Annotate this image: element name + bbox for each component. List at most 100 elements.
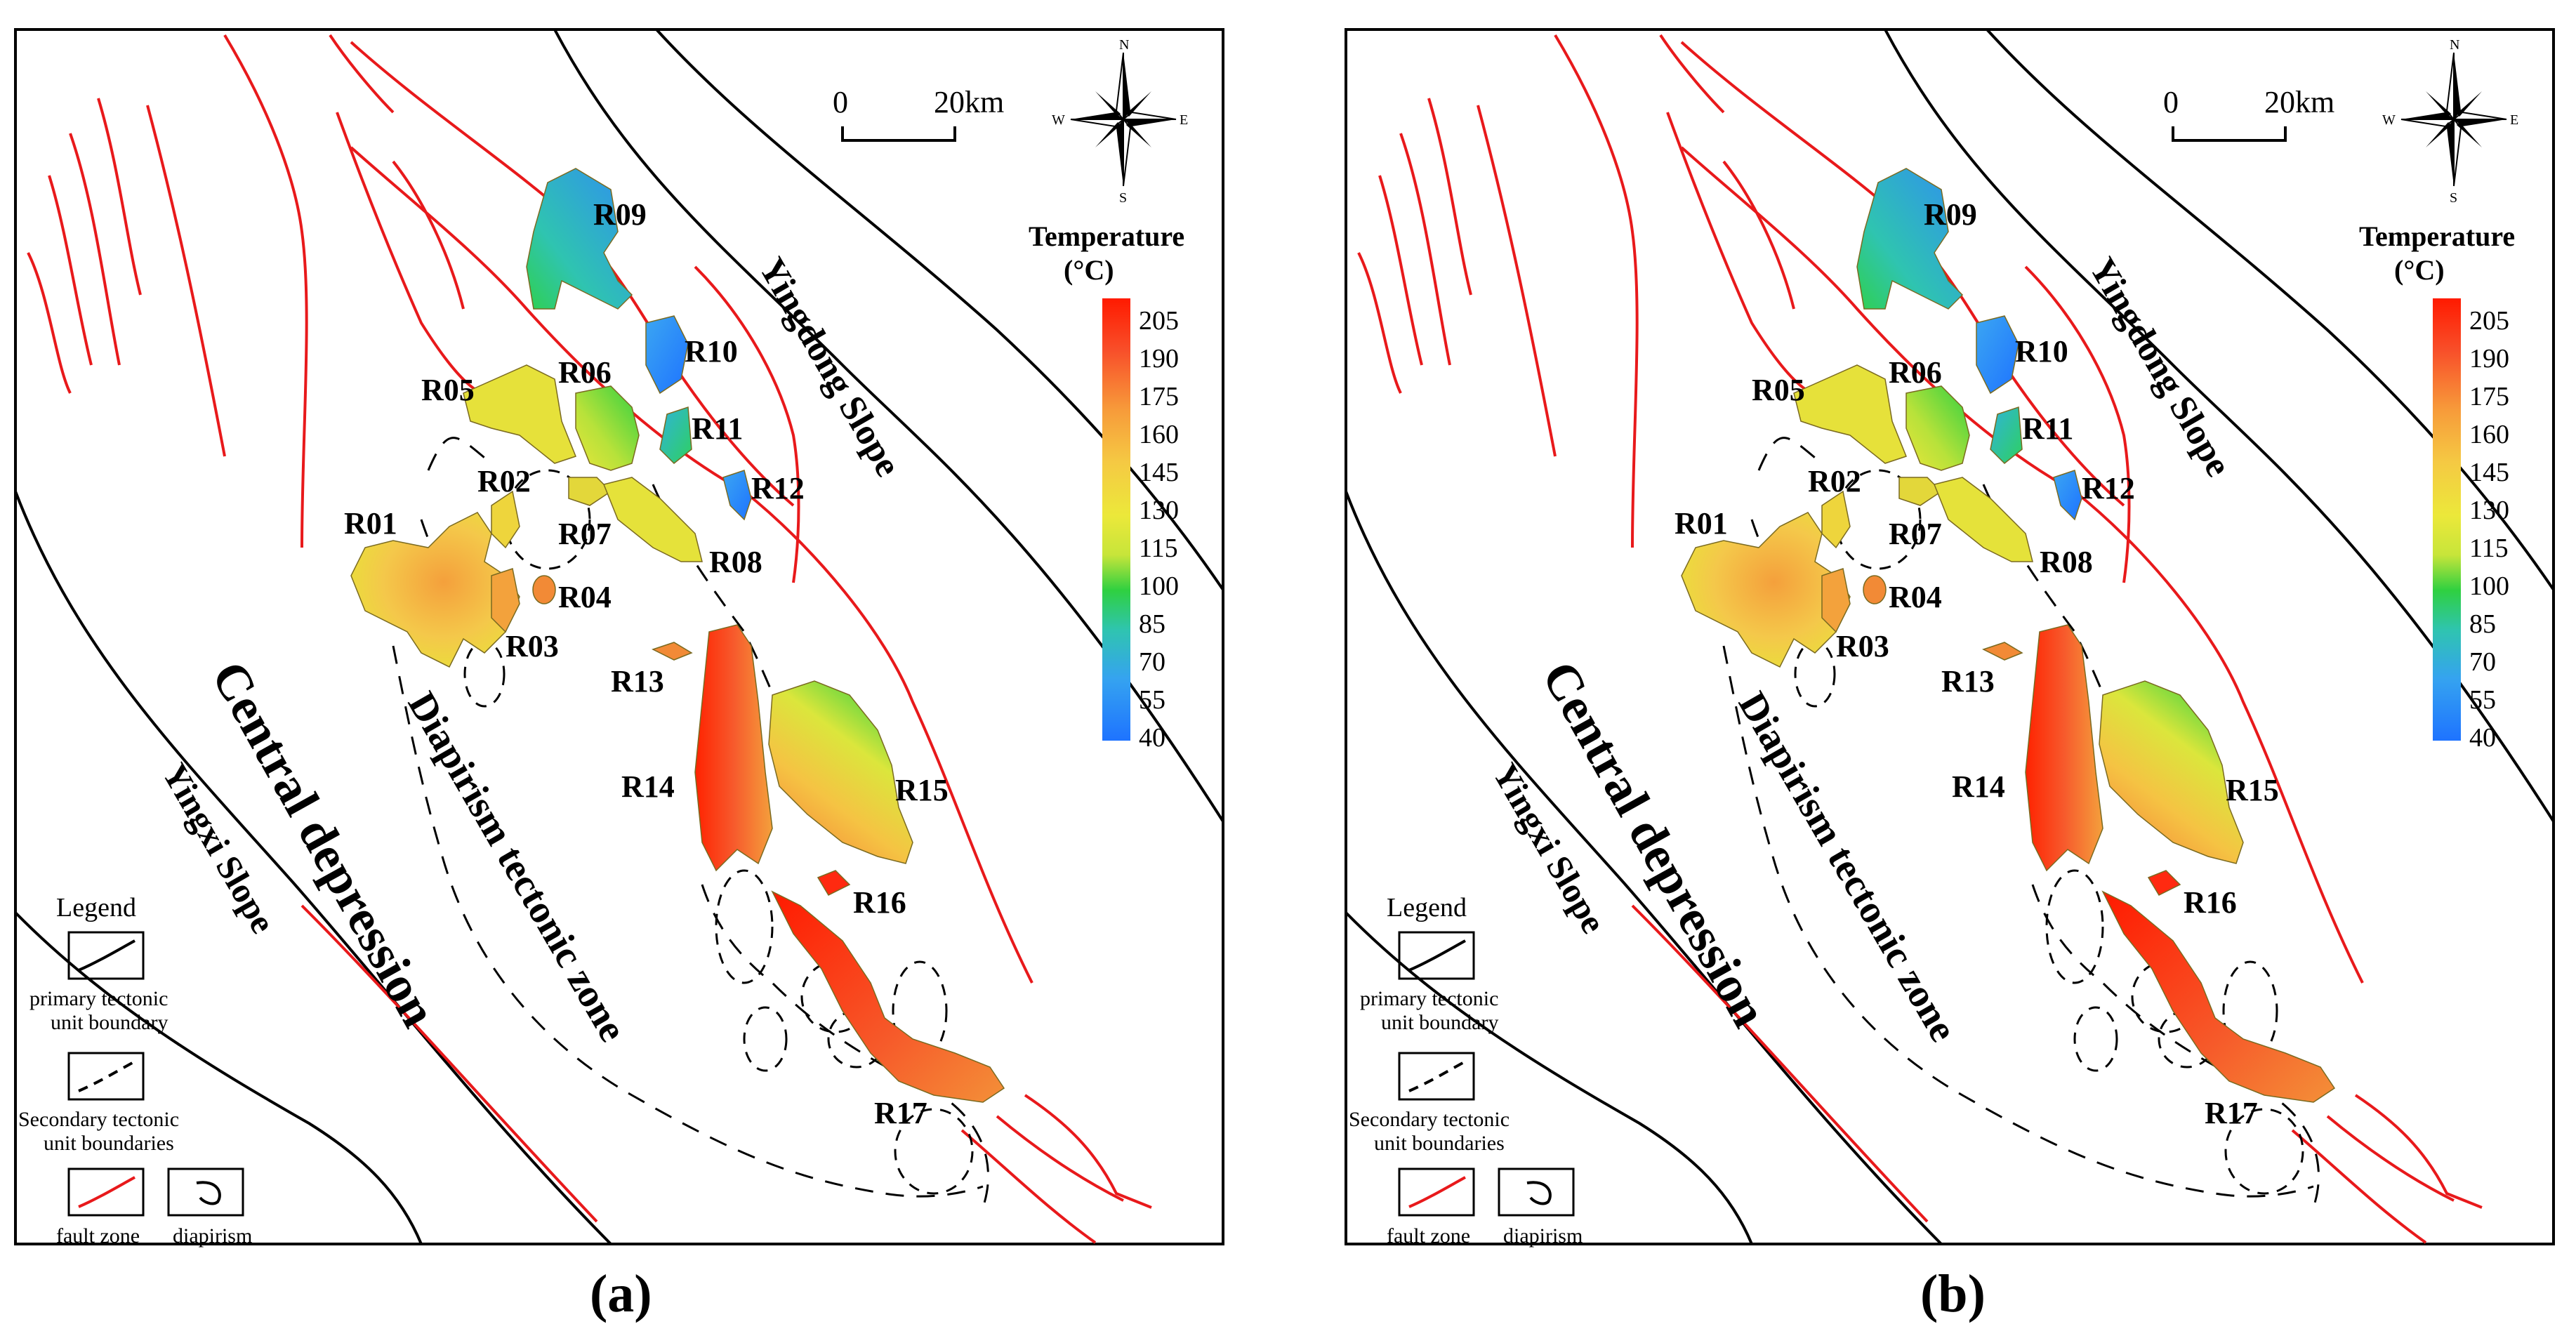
reservoir-label-r13: R13	[1941, 664, 1995, 699]
panel-caption: (b)	[1920, 1264, 1986, 1323]
fault-line	[1554, 34, 1639, 548]
reservoir-label-r10: R10	[685, 334, 738, 369]
reservoir-R12	[722, 470, 752, 521]
reservoir-R05	[1793, 364, 1907, 464]
compass-south-label: S	[1119, 190, 1127, 206]
legend-secondary-symbol	[67, 1052, 145, 1101]
legend-secondary-symbol	[1398, 1052, 1475, 1101]
legend-primary-line1: primary tectonic	[29, 987, 168, 1010]
reservoir-label-r05: R05	[1752, 373, 1805, 407]
reservoir-labels: R01R02R03R04R05R06R07R08R09R10R11R12R13R…	[1675, 197, 2279, 1130]
temperature-tick-label: 85	[2469, 609, 2496, 639]
legend-secondary-line2: unit boundaries	[44, 1132, 174, 1155]
reservoir-label-r11: R11	[692, 411, 743, 446]
reservoir-label-r10: R10	[2015, 334, 2068, 369]
temperature-tick-label: 160	[1139, 420, 1179, 449]
scale-bar: 0 20km	[833, 85, 1004, 142]
primary-boundary-east	[1884, 29, 2555, 823]
temperature-tick-label: 145	[1139, 458, 1179, 487]
temperature-scale: Temperature (°C) 20519017516014513011510…	[1029, 220, 1184, 753]
temperature-tick-label: 130	[1139, 496, 1179, 525]
primary-boundary-east-outer	[655, 28, 1224, 591]
map-frame	[14, 28, 1224, 1245]
temperature-tick-label: 85	[1139, 609, 1165, 639]
compass-east-label: E	[1180, 112, 1188, 128]
reservoir-R02	[491, 490, 520, 549]
primary-boundary-east	[553, 29, 1224, 823]
temperature-tick-label: 190	[2469, 344, 2509, 373]
compass-west-label: W	[1052, 112, 1065, 128]
temperature-tick-label: 115	[1139, 534, 1178, 563]
reservoir-label-r11: R11	[2022, 411, 2073, 446]
fault-zones	[27, 34, 1152, 1244]
diapir-outline	[715, 869, 774, 984]
compass-south-label: S	[2450, 190, 2457, 206]
legend-secondary-line1: Secondary tectonic	[1349, 1108, 1510, 1131]
reservoir-label-r14: R14	[1952, 769, 2005, 804]
scale-start-label: 0	[833, 85, 848, 119]
reservoir-R09	[526, 168, 633, 310]
fault-line	[48, 175, 93, 366]
reservoir-R07	[1898, 477, 1943, 506]
legend-secondary-line2: unit boundaries	[1374, 1132, 1505, 1155]
reservoir-R03	[491, 568, 520, 633]
reservoir-label-r08: R08	[2040, 545, 2093, 579]
compass-east-label: E	[2510, 112, 2518, 128]
reservoir-label-r01: R01	[1675, 506, 1728, 541]
secondary-boundary	[1757, 437, 1823, 471]
reservoir-R11	[659, 406, 692, 465]
temperature-tick-label: 190	[1139, 344, 1179, 373]
reservoir-polygons	[1681, 168, 2336, 1103]
legend-fault-label: fault zone	[56, 1224, 140, 1248]
legend-primary-symbol	[67, 931, 145, 980]
reservoir-label-r12: R12	[2082, 471, 2135, 505]
legend-primary-line2: unit boundary	[1381, 1011, 1498, 1034]
secondary-boundary	[427, 437, 492, 471]
temperature-colorbar	[1102, 298, 1130, 741]
fault-line	[1024, 1094, 1152, 1209]
fault-line	[69, 133, 121, 366]
legend-title: Legend	[56, 893, 136, 922]
temperature-tick-label: 40	[2469, 723, 2496, 753]
primary-boundary-east-outer	[1986, 28, 2555, 591]
legend: Legend primary tectonic unit boundary Se…	[1349, 893, 1583, 1248]
temperature-tick-label: 160	[2469, 420, 2509, 449]
fault-line	[97, 98, 142, 296]
legend-diapirism-label: diapirism	[173, 1224, 252, 1248]
temperature-tick-label: 55	[2469, 685, 2496, 715]
temperature-colorbar	[2433, 298, 2461, 741]
reservoir-label-r17: R17	[874, 1096, 927, 1130]
reservoir-label-r02: R02	[477, 464, 531, 498]
reservoir-R10	[645, 315, 689, 395]
reservoir-R02	[1821, 490, 1851, 549]
reservoir-label-r07: R07	[558, 517, 612, 551]
fault-line	[1722, 160, 1795, 310]
legend-primary-line2: unit boundary	[51, 1011, 168, 1034]
temperature-tick-label: 55	[1139, 685, 1165, 715]
reservoir-R14	[2025, 624, 2103, 872]
legend-fault-label: fault zone	[1387, 1224, 1470, 1248]
temperature-tick-label: 115	[2469, 534, 2509, 563]
temperature-unit: (°C)	[2394, 254, 2445, 286]
temperature-tick-label: 70	[1139, 647, 1165, 677]
temperature-tick-label: 145	[2469, 458, 2509, 487]
reservoir-label-r14: R14	[621, 769, 675, 804]
fault-line	[1399, 133, 1451, 366]
temperature-tick-label: 70	[2469, 647, 2496, 677]
fault-line	[1378, 175, 1423, 366]
scale-bar-line	[841, 126, 956, 142]
fault-line	[960, 1129, 1097, 1244]
reservoir-R12	[2053, 470, 2082, 521]
primary-boundary-west	[14, 491, 612, 1245]
map-svg: 0 20km N S E W Temperature (°C) 20519017…	[14, 28, 1224, 1248]
primary-boundary-southwest	[14, 911, 423, 1245]
reservoir-label-r13: R13	[611, 664, 664, 699]
legend-fault-symbol	[67, 1167, 145, 1217]
legend-fault-symbol	[1398, 1167, 1475, 1217]
reservoir-label-r09: R09	[1924, 197, 1977, 232]
fault-line	[996, 1115, 1124, 1202]
fault-line	[2326, 1115, 2455, 1202]
